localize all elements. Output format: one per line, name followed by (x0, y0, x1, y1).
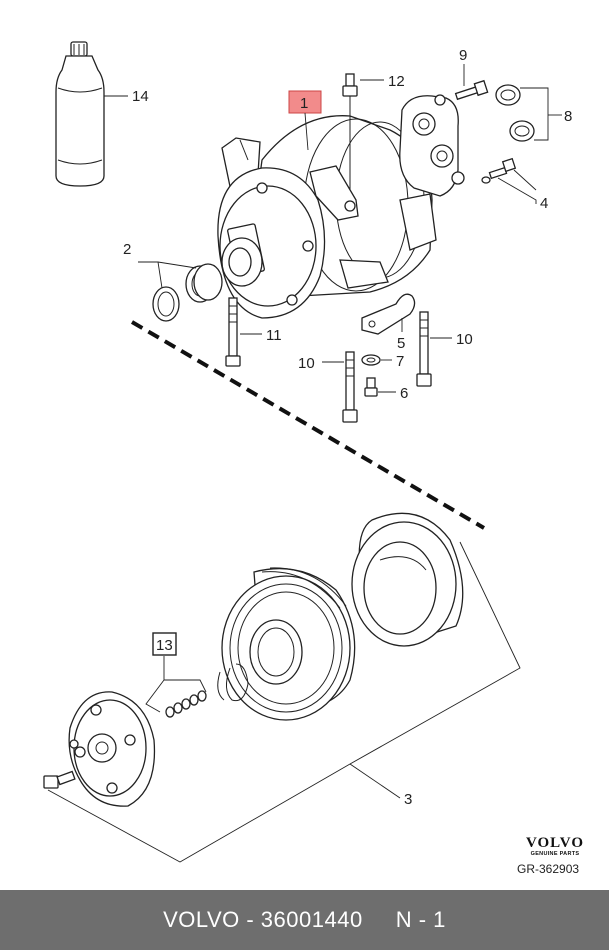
document-reference: GR-362903 (517, 862, 580, 876)
center-bolt-part (43, 770, 76, 789)
callout-12: 12 (388, 73, 405, 90)
callout-14: 14 (132, 88, 149, 105)
assembly-axis-dashed (130, 320, 486, 530)
callout-11: 11 (266, 327, 282, 344)
callout-10-left: 10 (298, 355, 315, 372)
callout-1: 1 (300, 95, 308, 112)
callout-3: 3 (404, 791, 412, 808)
snap-ring-part (217, 663, 249, 702)
bolt-4-part (481, 157, 517, 184)
washer-part (361, 354, 381, 366)
field-coil-part (351, 512, 464, 647)
bolt-10b-part (416, 311, 432, 387)
callout-13-box (152, 632, 177, 656)
bolt-11-part (225, 297, 241, 367)
oil-bottle-part (55, 41, 105, 187)
callout-8: 8 (564, 108, 572, 125)
bracket-clip-part (361, 293, 416, 335)
volvo-logo: VOLVO GENUINE PARTS (515, 835, 595, 858)
stud-part (342, 73, 358, 190)
callout-5: 5 (397, 335, 405, 352)
logo-tagline: GENUINE PARTS (530, 851, 580, 857)
shim-set-part (165, 690, 207, 718)
bolt-9-part (454, 79, 489, 101)
shaft-seals-part (152, 263, 223, 322)
callout-4: 4 (540, 195, 548, 212)
callout-7: 7 (396, 353, 404, 370)
logo-brand: VOLVO (525, 835, 585, 851)
screw-6-part (364, 377, 378, 397)
exploded-parts-diagram: 14 1 (43, 41, 572, 863)
part-number-footer: VOLVO - 36001440 N - 1 (0, 890, 609, 950)
callout-13: 13 (156, 637, 173, 654)
callout-9: 9 (459, 47, 467, 64)
compressor-part (217, 94, 465, 319)
callout-10-right: 10 (456, 331, 473, 348)
bolt-10a-part (342, 351, 358, 423)
callout-6: 6 (400, 385, 408, 402)
callout-2: 2 (123, 241, 131, 258)
pulley-part (221, 567, 356, 721)
armature-plate-part (68, 691, 156, 807)
seal-rings-part (495, 84, 535, 142)
